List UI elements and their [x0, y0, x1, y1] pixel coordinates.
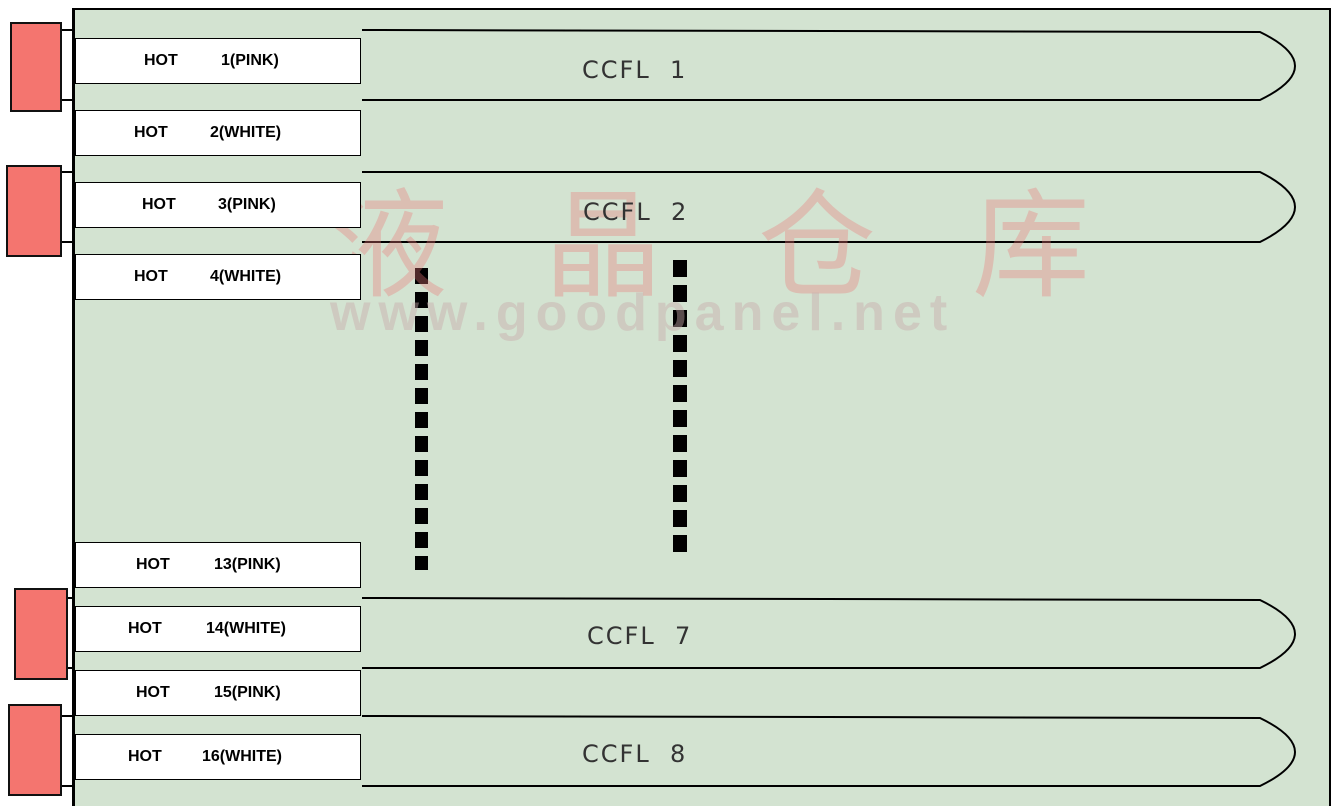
- hot-label-15: HOT 15(PINK): [75, 670, 361, 716]
- ccfl-tube-7: [361, 597, 1296, 669]
- hot-text: HOT: [128, 748, 162, 765]
- hot-number: 13(PINK): [214, 556, 281, 573]
- hot-number: 15(PINK): [214, 684, 281, 701]
- hot-text: HOT: [136, 556, 170, 573]
- connector-2: [6, 165, 62, 257]
- hot-number: 2(WHITE): [210, 124, 282, 141]
- hot-label-13: HOT 13(PINK): [75, 542, 361, 588]
- hot-text: HOT: [134, 124, 168, 141]
- hot-label-2: HOT 2(WHITE): [75, 110, 361, 156]
- watermark-chinese: 液晶仓库: [330, 177, 1187, 315]
- hot-text: HOT: [136, 684, 170, 701]
- connector-3: [14, 588, 68, 680]
- hot-text: HOT: [128, 620, 162, 637]
- ccfl-label-1: CCFL 1: [582, 56, 688, 84]
- hot-text: HOT: [144, 52, 178, 69]
- ccfl-tube-8: [361, 715, 1296, 787]
- ccfl-tube-1: [361, 29, 1296, 101]
- ellipsis-dots: [415, 260, 687, 570]
- ccfl-label-8: CCFL 8: [582, 740, 688, 768]
- ccfl-label-2: CCFL 2: [583, 198, 689, 226]
- hot-label-1: HOT 1(PINK): [75, 38, 361, 84]
- connector-1: [10, 22, 62, 112]
- hot-number: 3(PINK): [218, 196, 276, 213]
- hot-number: 14(WHITE): [206, 620, 286, 637]
- connector-4: [8, 704, 62, 796]
- hot-label-16: HOT 16(WHITE): [75, 734, 361, 780]
- hot-label-14: HOT 14(WHITE): [75, 606, 361, 652]
- hot-number: 16(WHITE): [202, 748, 282, 765]
- watermark-url: www.goodpanel.net: [330, 284, 956, 342]
- ccfl-tube-2: [362, 171, 1296, 243]
- hot-number: 1(PINK): [221, 52, 279, 69]
- hot-text: HOT: [134, 268, 168, 285]
- hot-text: HOT: [142, 196, 176, 213]
- hot-label-3: HOT 3(PINK): [75, 182, 361, 228]
- ccfl-label-7: CCFL 7: [587, 622, 693, 650]
- hot-label-4: HOT 4(WHITE): [75, 254, 361, 300]
- hot-number: 4(WHITE): [210, 268, 282, 285]
